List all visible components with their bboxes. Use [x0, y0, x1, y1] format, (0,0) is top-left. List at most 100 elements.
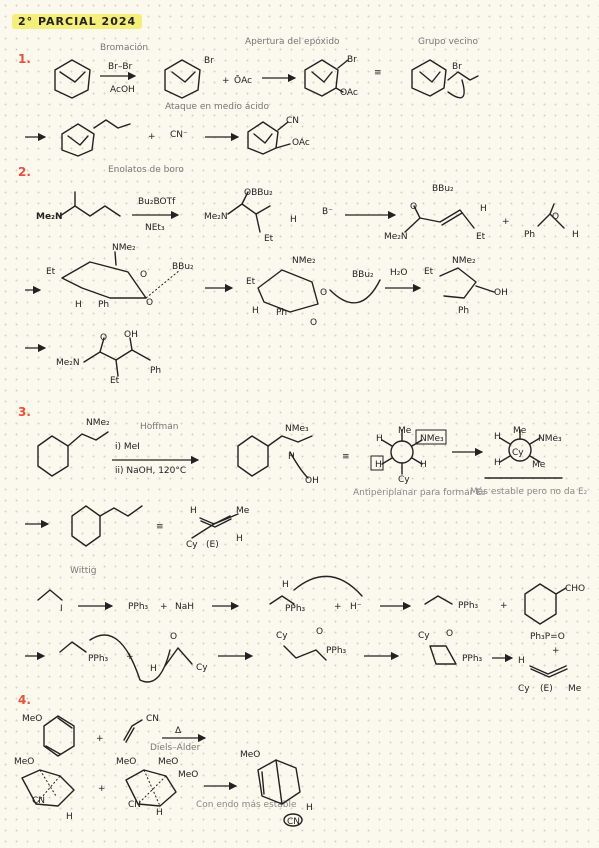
species-iodide: I [60, 604, 63, 614]
aldolate-chair [257, 269, 381, 313]
species-br: Br [347, 55, 357, 65]
benzaldehyde [537, 203, 565, 229]
label-epoxide-opening: Apertura del epóxido [245, 37, 340, 47]
product-e-label: (E) [540, 684, 553, 694]
aldehyde-h: H [150, 664, 157, 674]
alkyl-iodide [37, 589, 63, 601]
ts-meo-2: MeO [116, 757, 137, 767]
label-boron-enolates: Enolatos de boro [108, 165, 184, 175]
species-et-6: Et [110, 376, 120, 386]
alkene-cy-1: Cy [186, 540, 198, 550]
boron-complex [227, 191, 271, 233]
betaine-o: O [316, 627, 324, 637]
neighbor-group-intermediate [411, 59, 479, 99]
phosphonium-salt [269, 595, 295, 605]
dienophile-cn: CN [146, 714, 160, 724]
species-ph: Ph [524, 230, 536, 240]
aldehyde-skeleton [164, 647, 193, 667]
species-o-4: O [146, 298, 154, 308]
label-neighbor-group: Grupo vecino [418, 37, 478, 47]
product-cy: Cy [518, 684, 530, 694]
newman-h-2: H [375, 460, 382, 470]
equiv-sign-4: + [98, 784, 106, 794]
species-me2n-4: Me₂N [56, 358, 80, 368]
plus-sign-5: + [334, 602, 342, 612]
species-nme3: NMe₃ [285, 424, 309, 434]
species-h: H [290, 215, 297, 225]
species-nme2: NMe₂ [112, 243, 136, 253]
reagent-naoh: ii) NaOH, 120°C [115, 466, 187, 476]
species-obbu2: OBBu₂ [244, 188, 273, 198]
norbornene-1 [54, 59, 91, 99]
e-alkene-product [71, 505, 143, 547]
newman-me-1: Me [398, 426, 412, 436]
acyloxonium-ion [61, 119, 131, 157]
species-oh-2: OH [124, 330, 138, 340]
species-bbu2-3: BBu₂ [352, 270, 374, 280]
species-ph-2: Ph [98, 300, 110, 310]
betaine-cy: Cy [276, 631, 288, 641]
alkene-wittig-product [529, 665, 567, 675]
reagent-br2: Br–Br [108, 62, 133, 72]
label-acid-attack: Ataque en medio ácido [165, 102, 270, 112]
species-me2n: Me₂N [36, 212, 63, 222]
species-hydride: H⁻ [350, 602, 362, 612]
betaine [283, 645, 327, 661]
species-o-6: O [310, 318, 318, 328]
alkene-h-1: H [190, 506, 197, 516]
cyano-acetate-product [247, 121, 291, 155]
ts-h: H [66, 812, 73, 822]
species-et-5: Et [424, 267, 434, 277]
plus-sign: + [222, 76, 230, 86]
newman-antiperiplanar [370, 429, 447, 475]
reagent-nah: NaH [175, 602, 195, 612]
species-nme2-3: NMe₂ [452, 256, 476, 266]
species-ph-4: Ph [458, 306, 470, 316]
species-oac-2: OAc [292, 138, 310, 148]
species-cho: CHO [565, 584, 586, 594]
product-meo: MeO [240, 750, 261, 760]
species-h-3: H [572, 230, 579, 240]
equiv-sign-3: ≡ [156, 522, 164, 532]
label-diels-alder: Diels–Alder [150, 743, 201, 753]
ylide [424, 595, 453, 605]
ylide-h: H [282, 580, 289, 590]
product-ph3po: Ph₃P=O [530, 632, 565, 642]
product-h-2: H [306, 803, 313, 813]
plus-sign-9: + [96, 734, 104, 744]
heat-symbol: Δ [175, 726, 182, 736]
plus-sign-4: + [160, 602, 168, 612]
newman-h-1: H [376, 434, 383, 444]
bicyclic-product [257, 759, 303, 827]
reagent-acoh: AcOH [110, 85, 135, 95]
page-title: 2° PARCIAL 2024 [12, 14, 143, 29]
aldehyde-o: O [170, 632, 178, 642]
section-1-number: 1. [18, 52, 31, 66]
betaine-pph3: PPh₃ [326, 646, 347, 656]
section-2-number: 2. [18, 165, 31, 179]
label-bromination: Bromación [100, 43, 149, 53]
section-3-number: 3. [18, 405, 31, 419]
species-et-4: Et [246, 277, 256, 287]
alkene-me-1: Me [236, 506, 250, 516]
species-bbu2-2: BBu₂ [172, 262, 194, 272]
ts-meo-4: MeO [178, 770, 199, 780]
reagent-bu2botf: Bu₂BOTf [138, 197, 176, 207]
species-h-6: H [288, 452, 295, 462]
species-oh-3: OH [305, 476, 319, 486]
newman-h-5: H [494, 458, 501, 468]
species-nme2-2: NMe₂ [292, 256, 316, 266]
ammonium-intermediate [237, 435, 313, 479]
ts-meo-1: MeO [14, 757, 35, 767]
species-nme2-4: NMe₂ [86, 418, 110, 428]
alkene-e-label: (E) [206, 540, 219, 550]
species-pph3-3: PPh₃ [458, 601, 479, 611]
species-b-minus: B⁻ [322, 207, 333, 217]
species-o-5: O [320, 288, 328, 298]
methoxy-diene [43, 715, 75, 757]
plus-sign-6: + [500, 601, 508, 611]
diene-meo: MeO [22, 714, 43, 724]
plus-sign-8: + [552, 646, 560, 656]
equiv-sign-2: ≡ [342, 452, 350, 462]
